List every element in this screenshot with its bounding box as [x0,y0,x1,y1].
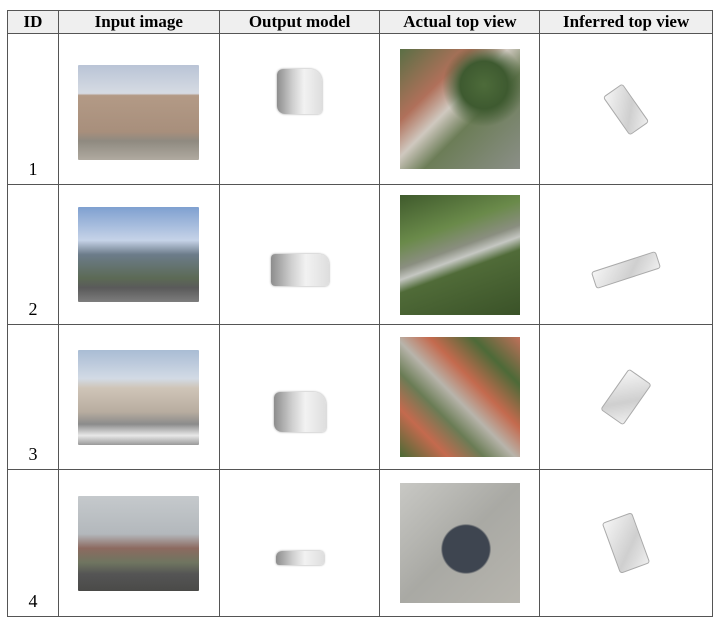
inferred-top-view [591,250,662,289]
output-model [270,253,329,286]
output-model-cell [218,324,381,470]
actual-top-view-cell [379,184,541,325]
inferred-top-view [602,82,650,136]
input-image-cell [57,184,220,325]
table-row: 2 [7,184,713,325]
results-table: ID Input image Output model Actual top v… [7,10,713,617]
header-input-image: Input image [57,10,220,34]
table-row: 4 [7,469,713,617]
input-image-cell [57,324,220,470]
actual-top-view-cell [379,324,541,470]
actual-top-view [399,483,520,603]
inferred-top-view-cell [539,324,713,470]
actual-top-view [399,337,520,457]
inferred-top-view-cell [539,469,713,617]
actual-top-view-cell [379,33,541,185]
input-image-cell [57,33,220,185]
inferred-top-view [601,512,651,574]
inferred-top-view [600,368,652,426]
actual-top-view [399,49,520,169]
header-actual-top-view: Actual top view [379,10,541,34]
row-id: 2 [7,184,59,325]
input-image [78,495,200,591]
output-model [277,68,323,114]
actual-top-view [399,194,520,315]
header-row: ID Input image Output model Actual top v… [7,10,713,34]
actual-top-view-cell [379,469,541,617]
table-row: 3 [7,324,713,470]
header-id: ID [7,10,59,34]
table-row: 1 [7,33,713,185]
input-image [78,349,200,445]
output-model-cell [218,469,381,617]
header-inferred-top-view: Inferred top view [539,10,713,34]
row-id: 1 [7,33,59,185]
output-model-cell [218,184,381,325]
input-image [78,207,200,302]
input-image-cell [57,469,220,617]
input-image [78,64,200,160]
row-id: 4 [7,469,59,617]
header-output-model: Output model [218,10,381,34]
output-model [273,392,326,432]
inferred-top-view-cell [539,33,713,185]
row-id: 3 [7,324,59,470]
output-model [275,551,324,565]
output-model-cell [218,33,381,185]
inferred-top-view-cell [539,184,713,325]
